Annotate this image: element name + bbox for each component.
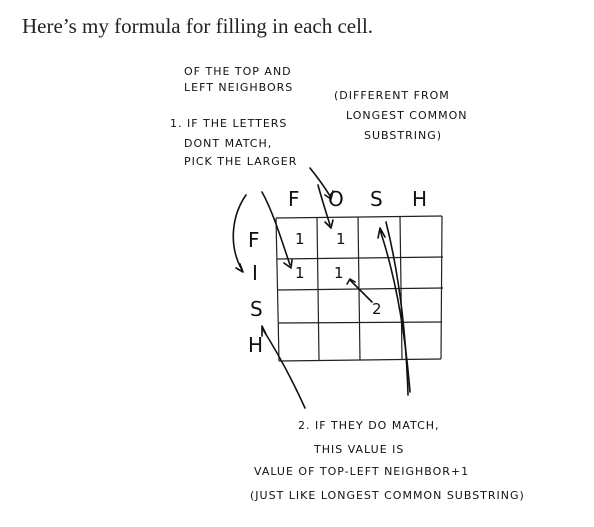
annotation-different-line3: SUBSTRING) [364, 129, 443, 142]
row-header-s: S [250, 297, 263, 321]
arrow-left-neighbor [261, 191, 291, 266]
arrow-rule2-pointer [261, 327, 306, 409]
stroke-h-column [385, 221, 409, 396]
cell-r2-c2: 1 [334, 264, 344, 282]
annotation-rule2-line4: (JUST LIKE LONGEST COMMON SUBSTRING) [250, 489, 525, 502]
col-header-h: H [412, 187, 427, 211]
row-header-i: I [252, 261, 258, 285]
col-header-f: F [288, 187, 300, 211]
cell-r1-c2: 1 [336, 230, 346, 248]
cell-r3-c3: 2 [372, 300, 382, 318]
intro-text: Here’s my formula for filling in each ce… [22, 14, 374, 38]
annotation-rule1-line2: DONT MATCH, [184, 137, 273, 150]
annotation-different-line1: (DIFFERENT FROM [334, 89, 450, 102]
grid-lines [275, 215, 444, 362]
col-header-s: S [370, 187, 383, 211]
annotation-neighbors-line1: OF THE TOP AND [184, 65, 292, 78]
annotation-rule1-line3: PICK THE LARGER [184, 155, 298, 168]
annotation-rule2-line1: 2. IF THEY DO MATCH, [298, 419, 440, 432]
annotation-neighbors-line2: LEFT NEIGHBORS [184, 81, 294, 94]
annotation-different-line2: LONGEST COMMON [346, 109, 468, 122]
arrow-larger-to-o [309, 167, 331, 197]
annotation-rule2-line3: VALUE OF TOP-LEFT NEIGHBOR+1 [254, 465, 470, 478]
row-header-f: F [248, 228, 260, 252]
arrow-top-neighbor [317, 184, 331, 226]
annotation-rule1-line1: 1. IF THE LETTERS [170, 117, 288, 130]
row-header-h: H [248, 333, 263, 357]
cell-r2-c1: 1 [295, 264, 305, 282]
arrow-left-brace [232, 194, 247, 271]
arrow-match-stroke [379, 229, 411, 393]
annotation-rule2-line2: THIS VALUE IS [314, 443, 405, 456]
arrow-diagonal-to-2 [349, 279, 373, 303]
cell-r1-c1: 1 [295, 230, 305, 248]
arrows [232, 167, 411, 409]
